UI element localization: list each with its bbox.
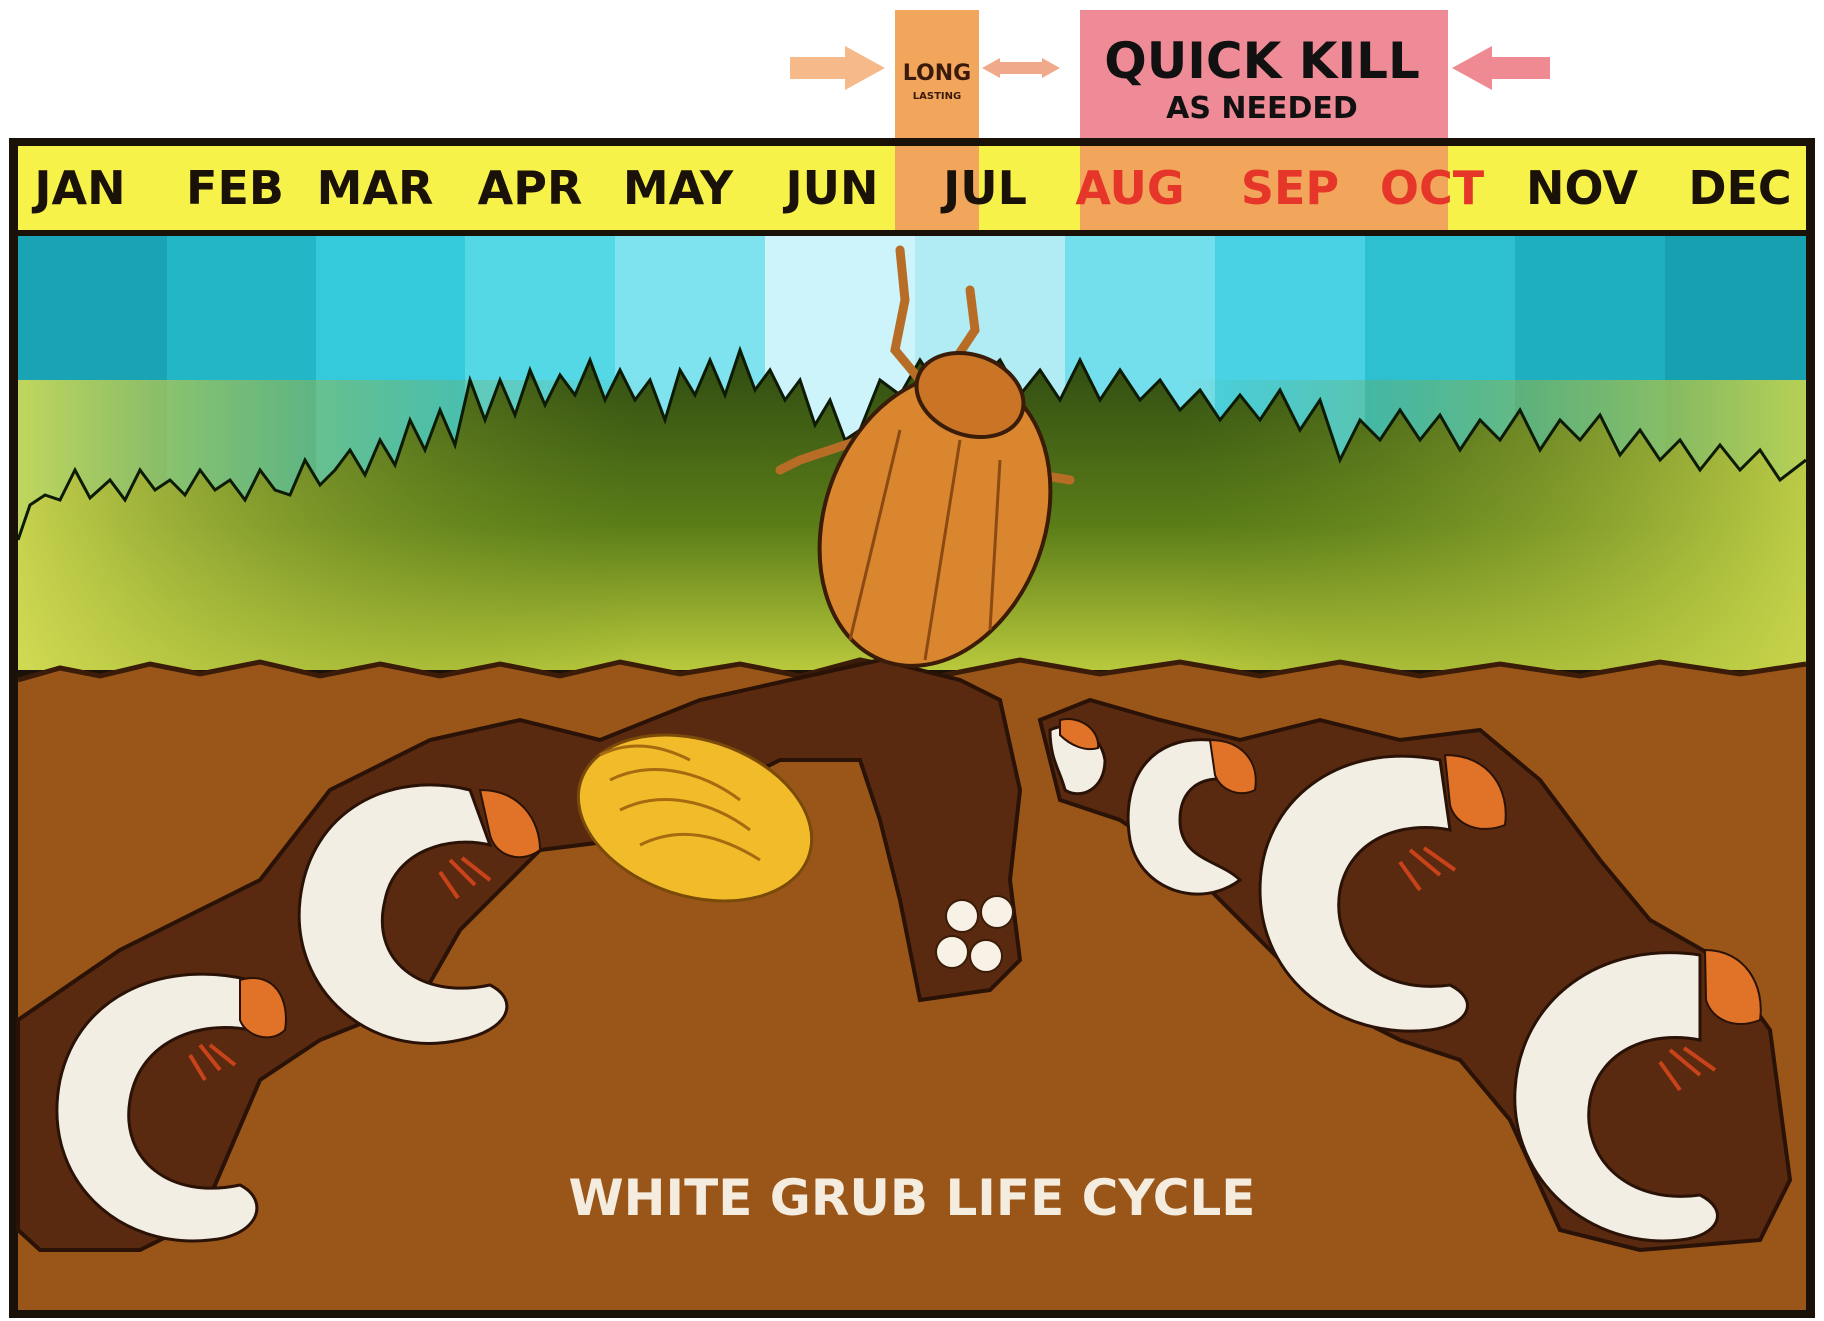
double-arrow-icon bbox=[982, 58, 1060, 78]
long-lasting-title: LONG bbox=[903, 61, 971, 86]
month-jun: JUN bbox=[783, 161, 879, 215]
left-arrow-icon bbox=[790, 46, 885, 90]
month-may: MAY bbox=[623, 161, 734, 215]
quick-kill-title: QUICK KILL bbox=[1104, 32, 1420, 90]
month-dec: DEC bbox=[1688, 161, 1791, 215]
month-mar: MAR bbox=[317, 161, 434, 215]
month-sep: SEP bbox=[1241, 161, 1339, 215]
diagram-caption: WHITE GRUB LIFE CYCLE bbox=[569, 1169, 1256, 1227]
month-apr: APR bbox=[478, 161, 583, 215]
month-oct: OCT bbox=[1380, 161, 1485, 215]
month-feb: FEB bbox=[186, 161, 284, 215]
month-aug: AUG bbox=[1075, 161, 1184, 215]
month-nov: NOV bbox=[1526, 161, 1638, 215]
quick-kill-subtitle: AS NEEDED bbox=[1166, 91, 1358, 126]
right-arrow-icon bbox=[1452, 46, 1550, 90]
long-lasting-subtitle: LASTING bbox=[913, 91, 961, 102]
month-jul: JUL bbox=[940, 161, 1027, 215]
month-jan: JAN bbox=[31, 161, 125, 215]
